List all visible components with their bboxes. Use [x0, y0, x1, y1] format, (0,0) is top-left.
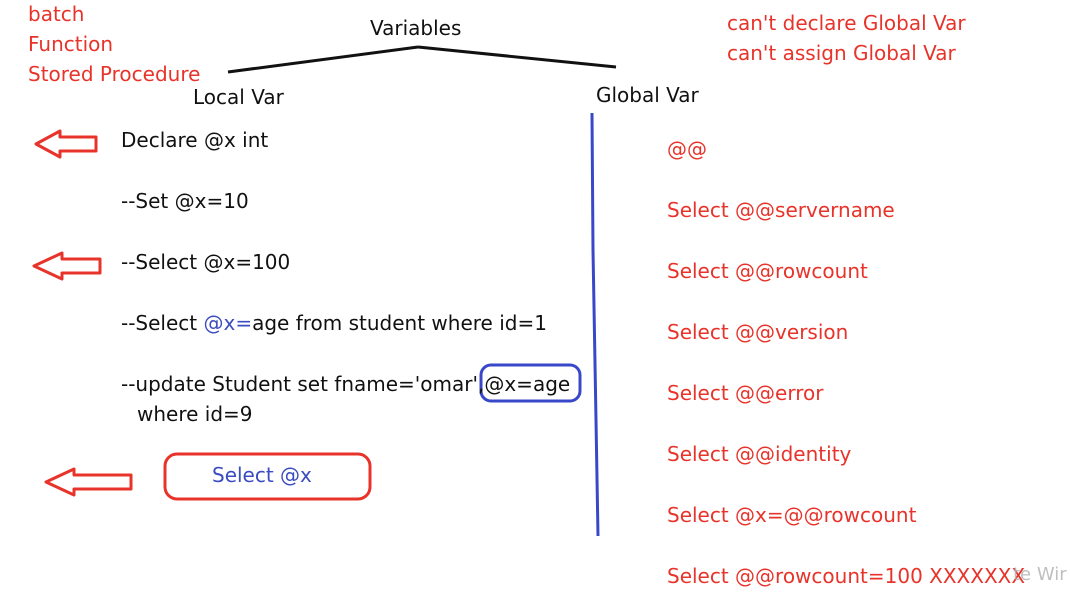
local-line-update: --update Student set fname='omar',@x=age	[121, 374, 570, 394]
arrow-select-x	[44, 467, 133, 497]
select-age-prefix: --Select	[121, 311, 204, 335]
branch-line-global	[417, 45, 617, 69]
local-line-update-where: where id=9	[137, 402, 253, 426]
select-age-var: @x=	[203, 311, 253, 335]
global-item-version: Select @@version	[667, 320, 849, 344]
global-item-atat: @@	[667, 137, 707, 161]
update-boxed: @x=age	[484, 372, 571, 396]
note-stored-procedure: Stored Procedure	[28, 62, 201, 86]
select-x-box	[163, 452, 372, 501]
diagram-title: Variables	[370, 16, 462, 40]
global-item-rowcount: Select @@rowcount	[667, 259, 868, 283]
select-age-rest: age from student where id=1	[252, 311, 547, 335]
watermark-text: te Wir	[1013, 564, 1067, 585]
global-var-heading: Global Var	[596, 83, 699, 107]
update-prefix: --update Student set fname='omar',	[121, 372, 485, 396]
local-line-set: --Set @x=10	[121, 189, 249, 213]
global-item-error: Select @@error	[667, 381, 824, 405]
note-batch: batch	[28, 2, 85, 26]
note-cant-assign: can't assign Global Var	[727, 41, 956, 65]
x-age-box	[479, 363, 582, 403]
global-item-set-rowcount: Select @@rowcount=100 XXXXXXX	[667, 564, 1026, 588]
local-final-select: Select @x	[212, 463, 312, 487]
branch-line-local	[227, 45, 419, 74]
local-line-select-age: --Select @x=age from student where id=1	[121, 313, 547, 333]
local-line-declare: Declare @x int	[121, 128, 269, 152]
global-item-assign-rowcount: Select @x=@@rowcount	[667, 503, 917, 527]
global-item-servername: Select @@servername	[667, 198, 895, 222]
local-line-select-100: --Select @x=100	[121, 250, 291, 274]
local-var-heading: Local Var	[193, 85, 284, 109]
divider-line	[590, 112, 600, 537]
note-cant-declare: can't declare Global Var	[727, 11, 966, 35]
arrow-select-100	[32, 251, 102, 281]
note-function: Function	[28, 32, 114, 56]
global-item-identity: Select @@identity	[667, 442, 852, 466]
arrow-declare	[34, 129, 98, 159]
